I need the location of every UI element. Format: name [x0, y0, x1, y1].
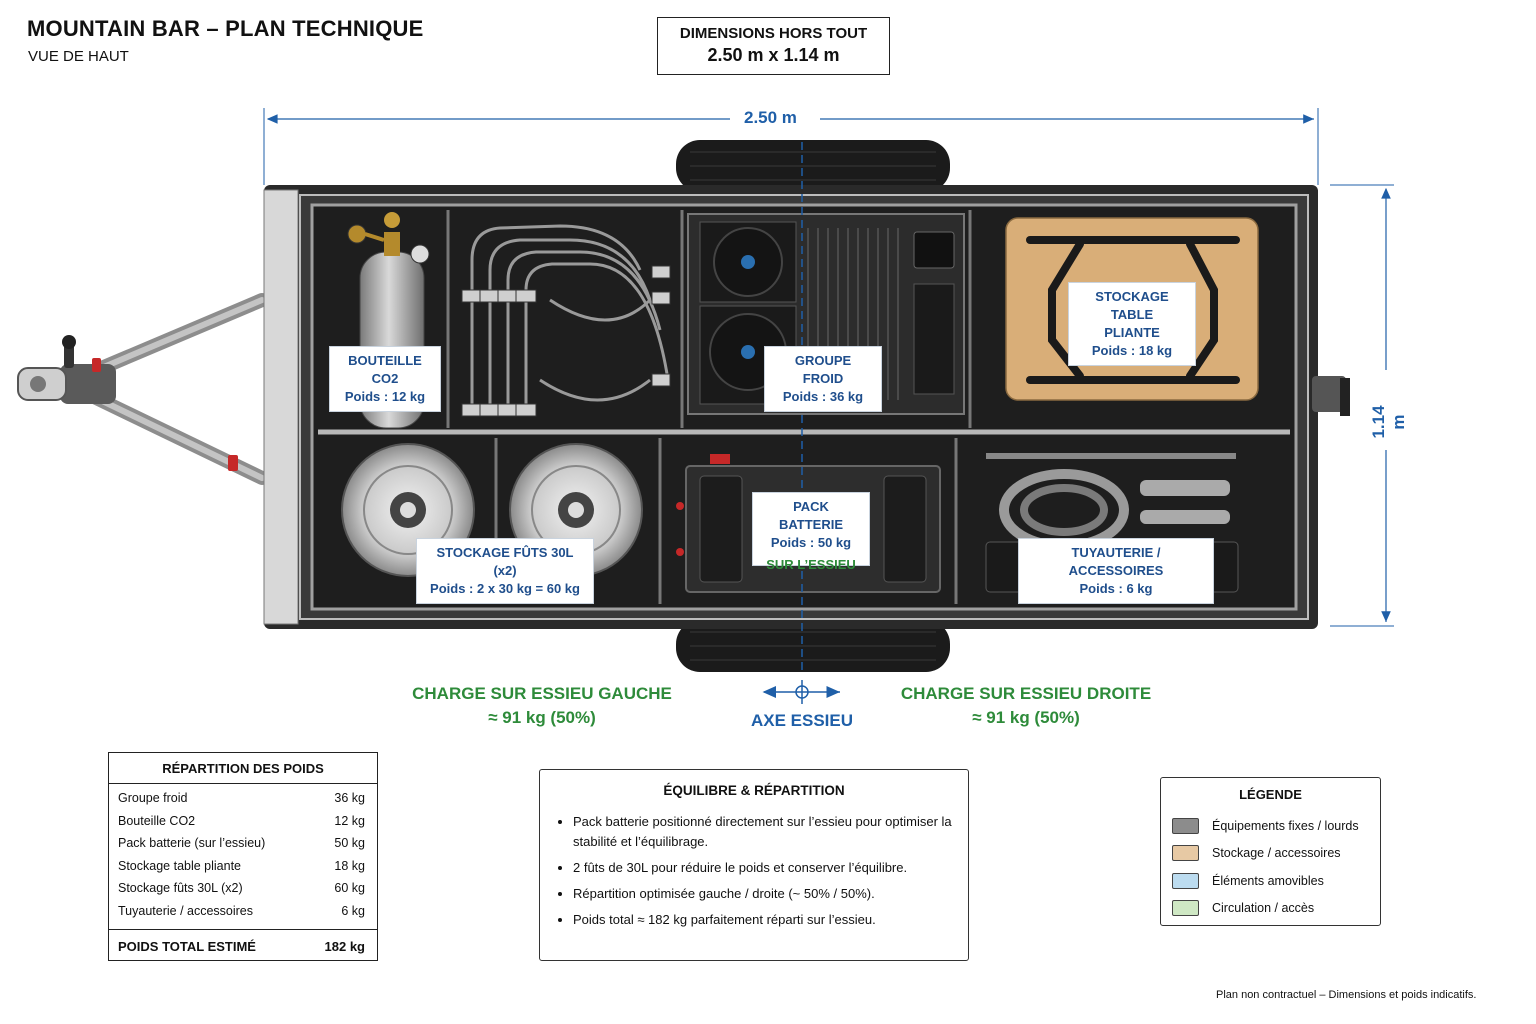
table-row: Groupe froid 36 kg: [109, 787, 377, 810]
legend-swatch: [1172, 817, 1199, 834]
row-value: 6 kg: [341, 903, 365, 918]
batterie-name: PACK BATTERIE: [778, 499, 844, 532]
legend-label: Éléments amovibles: [1212, 873, 1324, 888]
row-label: Groupe froid: [118, 791, 188, 805]
row-label: Bouteille CO2: [118, 813, 196, 828]
batterie-note: SUR L’ESSIEU: [766, 557, 856, 572]
row-value: 18 kg: [334, 858, 365, 873]
co2-weight: Poids : 12 kg: [344, 389, 426, 404]
froid-weight: Poids : 36 kg: [782, 389, 864, 404]
row-value: 50 kg: [334, 836, 365, 851]
tuyauterie-weight: Poids : 6 kg: [1079, 581, 1153, 596]
axle-right-value: ≈ 91 kg (50%): [972, 708, 1080, 727]
row-label: Tuyauterie / accessoires: [118, 903, 254, 918]
axle-right-label: CHARGE SUR ESSIEU DROITE: [900, 684, 1152, 703]
table-total-row: POIDS TOTAL ESTIMÉ 182 kg: [109, 928, 377, 964]
list-item: Pack batterie positionné directement sur…: [573, 812, 958, 852]
row-label: Stockage table pliante: [118, 858, 242, 873]
length-label: 2.50 m: [744, 108, 797, 127]
label-kegs: STOCKAGE FÛTS 30L (x2) Poids : 2 x 30 kg…: [416, 538, 594, 604]
futs-name: STOCKAGE FÛTS 30L (x2): [436, 545, 574, 578]
row-value: 60 kg: [334, 881, 365, 896]
balance-title: ÉQUILIBRE & RÉPARTITION: [663, 783, 845, 798]
table-row: Bouteille CO2 12 kg: [109, 810, 377, 833]
list-item: Poids total ≈ 182 kg parfaitement répart…: [573, 910, 958, 930]
row-label: Pack batterie (sur l’essieu): [118, 836, 266, 851]
width-dimension-line: [1330, 184, 1394, 627]
axle-left-load: CHARGE SUR ESSIEU GAUCHE ≈ 91 kg (50%): [410, 684, 674, 728]
table-name-2: PLIANTE: [1104, 325, 1160, 340]
label-folding-table: STOCKAGE TABLE PLIANTE Poids : 18 kg: [1068, 282, 1196, 366]
legend-swatch: [1172, 872, 1199, 889]
row-label: Stockage fûts 30L (x2): [118, 881, 243, 896]
page-subtitle: VUE DE HAUT: [28, 48, 129, 65]
legend-label: Équipements fixes / lourds: [1212, 818, 1359, 833]
axle-center-label: AXE ESSIEU: [750, 711, 854, 730]
table-weight: Poids : 18 kg: [1091, 343, 1173, 358]
legend-item: Équipements fixes / lourds: [1161, 812, 1380, 840]
batterie-weight: Poids : 50 kg: [770, 535, 852, 550]
axle-left-label: CHARGE SUR ESSIEU GAUCHE: [412, 684, 672, 703]
legend-item: Stockage / accessoires: [1161, 840, 1380, 868]
table-name-1: STOCKAGE TABLE: [1095, 289, 1169, 322]
table-row: Pack batterie (sur l’essieu) 50 kg: [109, 832, 377, 855]
label-co2-bottle: BOUTEILLE CO2 Poids : 12 kg: [329, 346, 441, 412]
label-hoses: TUYAUTERIE / ACCESSOIRES Poids : 6 kg: [1018, 538, 1214, 604]
axle-right-load: CHARGE SUR ESSIEU DROITE ≈ 91 kg (50%): [898, 684, 1154, 728]
balance-list: Pack batterie positionné directement sur…: [540, 812, 968, 930]
legend-label: Circulation / accès: [1212, 901, 1315, 916]
legend-swatch: [1172, 845, 1199, 862]
dimensions-box-value: 2.50 m x 1.14 m: [707, 45, 840, 65]
length-dimension-line: [263, 108, 1319, 185]
table-row: Stockage fûts 30L (x2) 60 kg: [109, 877, 377, 900]
co2-name: BOUTEILLE CO2: [348, 353, 422, 386]
list-item: Répartition optimisée gauche / droite (~…: [573, 884, 958, 904]
manifold-valves: [461, 265, 671, 417]
page-title: MOUNTAIN BAR – PLAN TECHNIQUE: [27, 16, 424, 41]
legend-item: Circulation / accès: [1161, 895, 1380, 923]
dimensions-box: DIMENSIONS HORS TOUT 2.50 m x 1.14 m: [657, 17, 890, 75]
weights-table-title: RÉPARTITION DES POIDS: [109, 753, 377, 784]
tuyauterie-name: TUYAUTERIE / ACCESSOIRES: [1068, 545, 1164, 578]
axle-left-value: ≈ 91 kg (50%): [488, 708, 596, 727]
balance-panel: ÉQUILIBRE & RÉPARTITION Pack batterie po…: [539, 769, 969, 961]
table-row: Tuyauterie / accessoires 6 kg: [109, 900, 377, 923]
table-row: Stockage table pliante 18 kg: [109, 855, 377, 878]
dimensions-box-title: DIMENSIONS HORS TOUT: [679, 25, 868, 42]
label-cooling-unit: GROUPE FROID Poids : 36 kg: [764, 346, 882, 412]
label-battery-pack: PACK BATTERIE Poids : 50 kg SUR L’ESSIEU: [752, 492, 870, 572]
drawbar: [17, 293, 269, 485]
total-value: 182 kg: [324, 938, 365, 954]
froid-name: GROUPE FROID: [794, 353, 852, 386]
legend-label: Stockage / accessoires: [1212, 846, 1341, 861]
row-value: 36 kg: [334, 791, 365, 805]
legend-item: Éléments amovibles: [1161, 867, 1380, 895]
gas-manifold: [470, 224, 670, 410]
legend-title: LÉGENDE: [1239, 787, 1302, 802]
wheel-bottom: [676, 620, 950, 672]
futs-weight: Poids : 2 x 30 kg = 60 kg: [430, 581, 580, 596]
list-item: 2 fûts de 30L pour réduire le poids et c…: [573, 858, 958, 878]
wheel-top: [676, 140, 950, 192]
legend-panel: LÉGENDE Équipements fixes / lourds Stock…: [1160, 777, 1381, 926]
legend-swatch: [1172, 900, 1199, 917]
row-value: 12 kg: [334, 813, 365, 828]
total-label: POIDS TOTAL ESTIMÉ: [118, 938, 256, 954]
footnote: Plan non contractuel – Dimensions et poi…: [1216, 989, 1477, 1001]
width-label: 1.14 m: [1369, 405, 1408, 439]
